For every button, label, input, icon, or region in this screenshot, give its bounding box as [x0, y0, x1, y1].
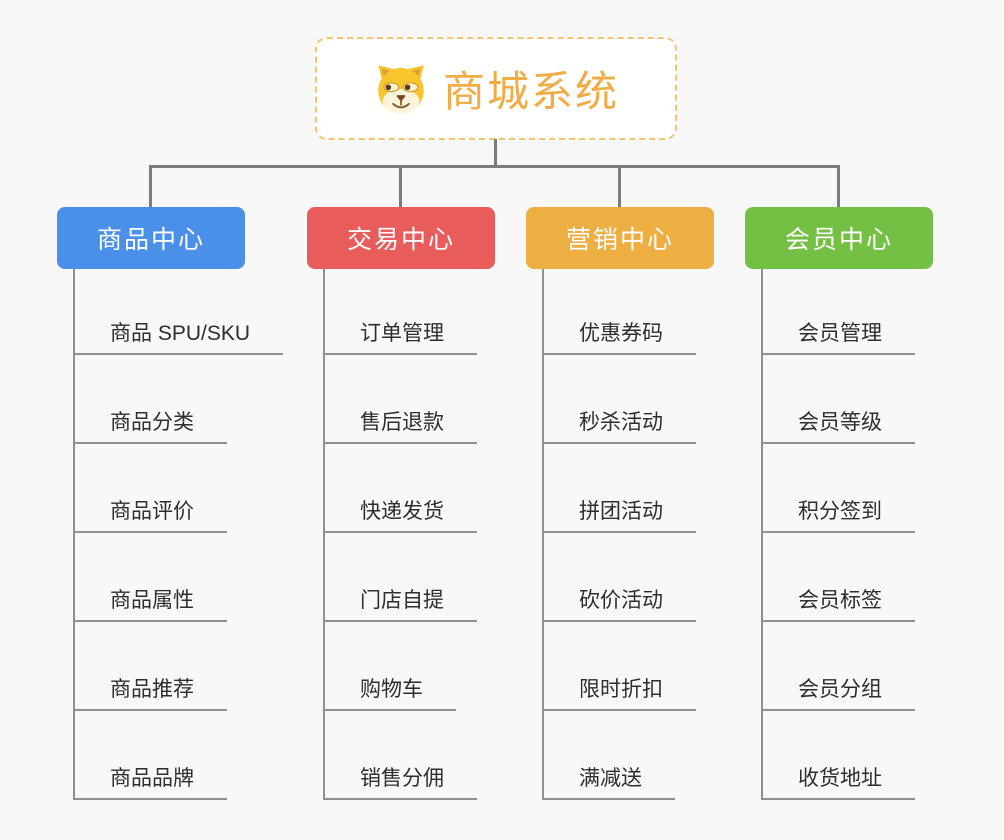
leaf-label: 快递发货: [360, 499, 444, 523]
leaf-node[interactable]: 秒杀活动: [544, 355, 696, 444]
connector-root-stub: [494, 139, 497, 167]
leaf-label: 商品 SPU/SKU: [110, 321, 251, 345]
leaf-node[interactable]: 商品推荐: [75, 622, 227, 711]
leaf-list-trade: 订单管理 售后退款 快递发货 门店自提 购物车 销售分佣: [323, 269, 495, 800]
leaf-node[interactable]: 售后退款: [325, 355, 477, 444]
leaf-label: 限时折扣: [579, 677, 663, 701]
leaf-node[interactable]: 会员等级: [763, 355, 915, 444]
leaf-label: 销售分佣: [360, 766, 444, 790]
leaf-label: 商品属性: [110, 588, 194, 612]
leaf-label: 积分签到: [798, 499, 882, 523]
leaf-label: 砍价活动: [579, 588, 663, 612]
leaf-label: 商品分类: [110, 410, 194, 434]
branch-product-center: 商品中心 商品 SPU/SKU 商品分类 商品评价 商品属性 商品推荐 商品品牌: [57, 207, 284, 800]
leaf-list-marketing: 优惠券码 秒杀活动 拼团活动 砍价活动 限时折扣 满减送: [542, 269, 714, 800]
leaf-list-product: 商品 SPU/SKU 商品分类 商品评价 商品属性 商品推荐 商品品牌: [73, 269, 284, 800]
leaf-node[interactable]: 拼团活动: [544, 444, 696, 533]
branch-member-center: 会员中心 会员管理 会员等级 积分签到 会员标签 会员分组 收货地址: [745, 207, 933, 800]
leaf-node[interactable]: 优惠券码: [544, 269, 696, 355]
leaf-node[interactable]: 会员分组: [763, 622, 915, 711]
connector-horizontal-bar: [149, 165, 840, 168]
leaf-node[interactable]: 会员管理: [763, 269, 915, 355]
root-title: 商城系统: [442, 68, 619, 115]
leaf-node[interactable]: 砍价活动: [544, 533, 696, 622]
connector-drop-trade: [399, 165, 402, 208]
branch-header-product-center[interactable]: 商品中心: [57, 207, 245, 269]
leaf-label: 秒杀活动: [579, 410, 663, 434]
leaf-label: 商品推荐: [110, 677, 194, 701]
leaf-node[interactable]: 商品 SPU/SKU: [75, 269, 284, 355]
leaf-node[interactable]: 商品属性: [75, 533, 227, 622]
leaf-label: 满减送: [579, 766, 642, 790]
leaf-label: 优惠券码: [579, 321, 663, 345]
branch-header-member-center[interactable]: 会员中心: [745, 207, 933, 269]
leaf-node[interactable]: 商品品牌: [75, 711, 227, 800]
leaf-node[interactable]: 会员标签: [763, 533, 915, 622]
leaf-label: 会员管理: [798, 321, 882, 345]
leaf-node[interactable]: 收货地址: [763, 711, 915, 800]
leaf-label: 购物车: [360, 677, 423, 701]
leaf-node[interactable]: 快递发货: [325, 444, 477, 533]
leaf-label: 订单管理: [360, 321, 444, 345]
connector-drop-marketing: [618, 165, 621, 208]
leaf-label: 会员标签: [798, 588, 882, 612]
leaf-node[interactable]: 销售分佣: [325, 711, 477, 800]
root-node-mall-system[interactable]: 商城系统: [315, 37, 677, 140]
leaf-node[interactable]: 商品评价: [75, 444, 227, 533]
connector-drop-product: [149, 165, 152, 208]
leaf-label: 商品评价: [110, 499, 194, 523]
leaf-node[interactable]: 限时折扣: [544, 622, 696, 711]
leaf-node[interactable]: 门店自提: [325, 533, 477, 622]
leaf-node[interactable]: 购物车: [325, 622, 456, 711]
branch-header-marketing-center[interactable]: 营销中心: [526, 207, 714, 269]
leaf-node[interactable]: 积分签到: [763, 444, 915, 533]
leaf-list-member: 会员管理 会员等级 积分签到 会员标签 会员分组 收货地址: [761, 269, 933, 800]
branch-marketing-center: 营销中心 优惠券码 秒杀活动 拼团活动 砍价活动 限时折扣 满减送: [526, 207, 714, 800]
leaf-node[interactable]: 商品分类: [75, 355, 227, 444]
leaf-label: 门店自提: [360, 588, 444, 612]
leaf-node[interactable]: 订单管理: [325, 269, 477, 355]
branch-header-trade-center[interactable]: 交易中心: [307, 207, 495, 269]
leaf-node[interactable]: 满减送: [544, 711, 675, 800]
connector-drop-member: [837, 165, 840, 208]
leaf-label: 商品品牌: [110, 766, 194, 790]
dog-icon: [378, 64, 424, 113]
leaf-label: 会员分组: [798, 677, 882, 701]
leaf-label: 拼团活动: [579, 499, 663, 523]
leaf-label: 会员等级: [798, 410, 882, 434]
leaf-label: 售后退款: [360, 410, 444, 434]
leaf-label: 收货地址: [798, 766, 882, 790]
branch-trade-center: 交易中心 订单管理 售后退款 快递发货 门店自提 购物车 销售分佣: [307, 207, 495, 800]
